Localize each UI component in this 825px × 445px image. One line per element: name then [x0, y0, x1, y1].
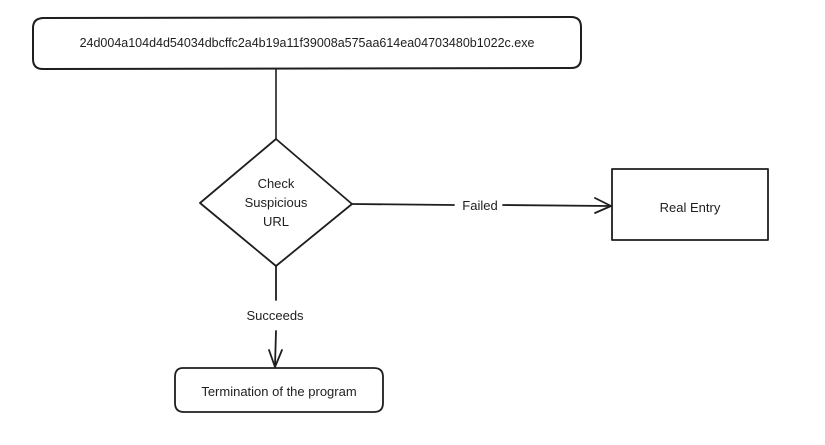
real-entry-label: Real Entry	[660, 200, 721, 215]
edge-succeeds-arrowhead	[268, 349, 283, 368]
edge-failed-line-right	[502, 204, 611, 207]
real-entry-box	[611, 168, 769, 241]
termination-node: Termination of the program	[174, 367, 384, 413]
termination-box	[174, 367, 384, 413]
edge-failed: Failed	[351, 197, 612, 214]
edge-succeeds-label: Succeeds	[246, 308, 304, 323]
termination-label: Termination of the program	[201, 384, 356, 399]
edge-failed-label: Failed	[462, 198, 497, 213]
edge-failed-line-left	[351, 203, 455, 206]
file-node: 24d004a104d4d54034dbcffc2a4b19a11f39008a…	[32, 16, 582, 70]
file-node-label: 24d004a104d4d54034dbcffc2a4b19a11f39008a…	[80, 36, 535, 50]
decision-node: Check Suspicious URL	[199, 138, 353, 267]
file-node-box	[32, 16, 582, 70]
decision-label-line1: Check	[258, 176, 295, 191]
real-entry-node: Real Entry	[611, 168, 769, 241]
decision-label-line2: Suspicious	[245, 195, 308, 210]
edge-succeeds: Succeeds	[246, 265, 304, 368]
decision-label-line3: URL	[263, 214, 289, 229]
edge-failed-arrowhead	[594, 197, 612, 214]
edge-succeeds-line-bottom	[274, 330, 277, 367]
